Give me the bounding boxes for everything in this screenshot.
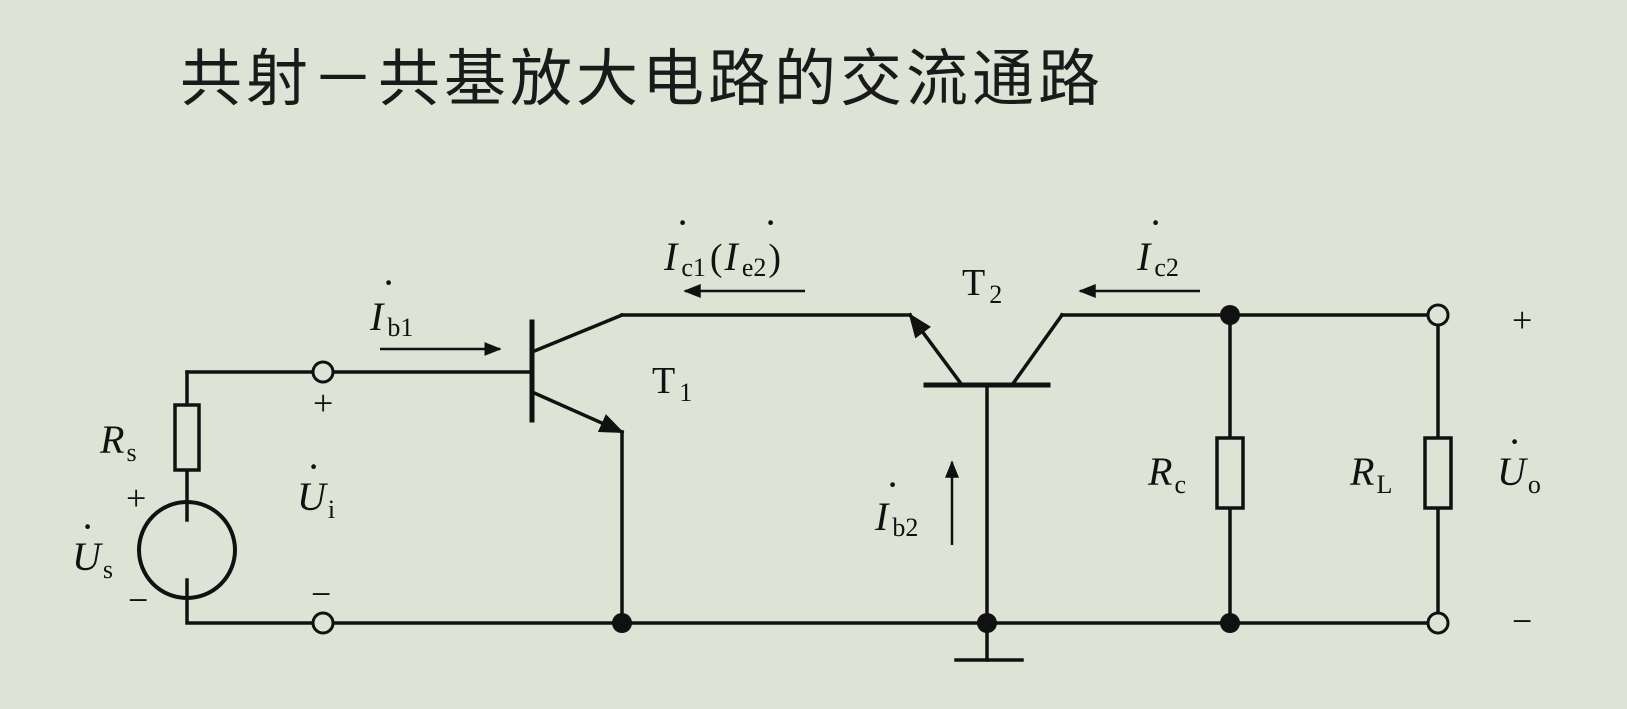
input-terminal-bottom <box>311 611 335 635</box>
label-ui-dot: · <box>308 444 318 489</box>
output-terminal-bottom <box>1426 611 1450 635</box>
transistor-t1 <box>529 312 625 435</box>
sign-us-minus: − <box>128 580 148 620</box>
label-us-dot: · <box>82 504 92 549</box>
resistor-rl <box>1423 436 1453 510</box>
junction-dot <box>612 613 632 633</box>
sign-uo-plus: + <box>1512 300 1532 340</box>
label-ie2-dot: · <box>765 200 775 245</box>
label-rl: RL <box>1349 449 1392 499</box>
label-uo-dot: · <box>1509 419 1519 464</box>
junction-dot <box>1220 613 1240 633</box>
label-ic2-dot: · <box>1150 200 1160 245</box>
label-ic1-dot: · <box>677 200 687 245</box>
label-ib1-dot: · <box>383 260 393 305</box>
current-arrows <box>380 284 1200 545</box>
label-us: Us <box>72 534 113 584</box>
resistor-rc <box>1215 436 1245 510</box>
label-uo: Uo <box>1497 449 1541 499</box>
input-terminal-top <box>311 360 335 384</box>
voltage-source-us <box>137 500 237 600</box>
slide-title: 共射－共基放大电路的交流通路 <box>180 42 1105 115</box>
label-rc: Rc <box>1147 449 1186 499</box>
wires <box>185 313 1440 662</box>
junction-dot <box>1220 305 1240 325</box>
label-ui: Ui <box>297 474 335 524</box>
output-terminal-top <box>1426 303 1450 327</box>
junction-dot <box>977 613 997 633</box>
sign-ui-minus: − <box>311 574 331 614</box>
sign-uo-minus: − <box>1512 601 1532 641</box>
sign-us-plus: + <box>126 478 146 518</box>
terminals <box>311 303 1450 635</box>
sign-ui-plus: + <box>313 383 333 423</box>
transistor-t2 <box>907 312 1065 388</box>
resistor-rs <box>173 403 201 472</box>
label-rs: Rs <box>99 417 137 467</box>
label-ib2-dot: · <box>887 462 897 507</box>
junctions <box>612 305 1240 633</box>
